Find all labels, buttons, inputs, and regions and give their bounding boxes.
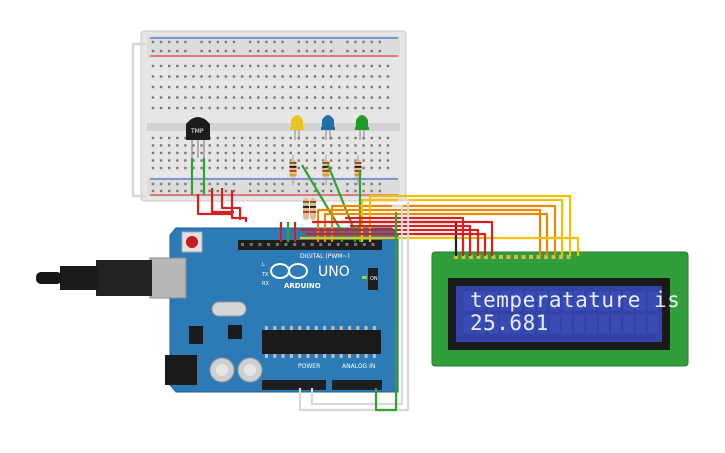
lcd-pin[interactable] xyxy=(454,255,458,259)
wire-group xyxy=(190,158,580,412)
lcd-pin[interactable] xyxy=(544,255,548,259)
lcd-pin[interactable] xyxy=(499,255,503,259)
lcd-pin[interactable] xyxy=(484,255,488,259)
breadboard[interactable] xyxy=(140,30,407,202)
resistor[interactable] xyxy=(289,155,297,185)
green-led[interactable] xyxy=(355,115,369,140)
on-label: ON xyxy=(370,276,378,282)
analog-label: ANALOG IN xyxy=(342,363,375,370)
board-model: UNO xyxy=(318,264,350,280)
resistor-group xyxy=(289,155,362,220)
resistor[interactable] xyxy=(322,155,330,185)
lcd-pin[interactable] xyxy=(491,255,496,259)
lcd-pin[interactable] xyxy=(529,255,533,259)
gray-wire[interactable] xyxy=(131,42,146,198)
led-group xyxy=(290,115,369,140)
lcd-pin[interactable] xyxy=(551,255,556,259)
digital-header[interactable] xyxy=(238,240,382,250)
blue-led[interactable] xyxy=(321,115,335,140)
resistor[interactable] xyxy=(303,198,309,220)
usb-cable[interactable] xyxy=(96,260,152,296)
lcd-pin[interactable] xyxy=(476,255,481,259)
lcd-line-2: 25.681 xyxy=(470,311,549,335)
power-label: POWER xyxy=(298,363,320,370)
microcontroller-chip xyxy=(262,330,381,354)
lcd-pin[interactable] xyxy=(536,255,541,259)
power-jack xyxy=(165,355,197,385)
lcd-pin[interactable] xyxy=(521,255,526,259)
yellow-led[interactable] xyxy=(290,115,304,140)
resistor[interactable] xyxy=(310,198,316,220)
lcd-pin[interactable] xyxy=(559,255,563,259)
svg-text:ARDUINO: ARDUINO xyxy=(284,282,321,290)
tx-label: TX xyxy=(261,272,269,278)
lcd-pin[interactable] xyxy=(469,255,473,259)
arduino-board[interactable]: ARDUINO UNO DIGITAL (PWM~) POWER ANALOG … xyxy=(36,227,399,393)
lcd-pin[interactable] xyxy=(514,255,518,259)
sensor-label: TMP xyxy=(190,128,204,135)
analog-header[interactable] xyxy=(332,380,382,390)
digital-label: DIGITAL (PWM~) xyxy=(300,253,350,260)
lcd-pin[interactable] xyxy=(506,255,511,259)
lcd-module[interactable]: temperatature is 25.681 xyxy=(431,251,689,367)
temperature-sensor[interactable]: TMP xyxy=(186,117,210,158)
lcd-pin[interactable] xyxy=(566,255,571,259)
rx-label: RX xyxy=(262,281,269,287)
arduino-logo: ARDUINO xyxy=(270,263,321,290)
usb-port xyxy=(149,257,187,299)
l-label: L xyxy=(262,262,265,268)
power-header[interactable] xyxy=(262,380,326,390)
lcd-line-1: temperatature is xyxy=(470,288,680,312)
lcd-pin[interactable] xyxy=(461,255,466,259)
